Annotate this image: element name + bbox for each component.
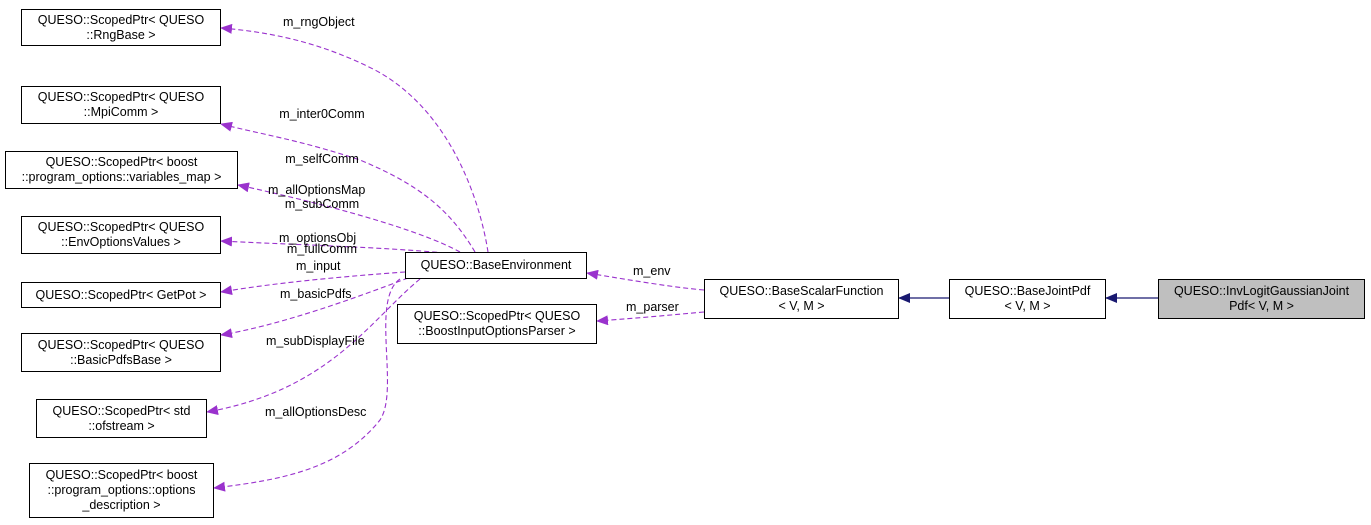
node-label-line: QUESO::ScopedPtr< QUESO	[37, 90, 205, 104]
node-label-line: < V, M >	[778, 299, 825, 313]
edge-alloptionsdesc	[213, 278, 401, 492]
edge-env	[586, 269, 705, 291]
node-label-line: QUESO::BaseJointPdf	[964, 284, 1091, 298]
edge-label-subdisplayfile: m_subDisplayFile	[266, 334, 365, 348]
node-basejointpdf[interactable]: QUESO::BaseJointPdf < V, M >	[949, 279, 1106, 319]
node-label-line: QUESO::BaseEnvironment	[420, 258, 572, 272]
node-label-line: QUESO::BaseScalarFunction	[719, 284, 884, 298]
edge-label-parser: m_parser	[626, 300, 679, 314]
node-label-line: Pdf< V, M >	[1229, 299, 1294, 313]
node-label-line: ::BasicPdfsBase >	[70, 352, 172, 367]
edge-comms	[220, 121, 476, 253]
node-label-line: ::BoostInputOptionsParser >	[418, 324, 576, 338]
node-label-line: QUESO::ScopedPtr< boost	[45, 468, 198, 482]
node-label-line: ::MpiComm >	[83, 105, 159, 119]
edge-label-alloptionsmap: m_allOptionsMap	[268, 183, 366, 197]
node-basescalarfunction[interactable]: QUESO::BaseScalarFunction < V, M >	[704, 279, 899, 319]
edge-label-line: m_fullComm	[286, 242, 358, 256]
node-label-line: _description >	[82, 498, 161, 512]
edge-label-rngobject: m_rngObject	[283, 15, 355, 29]
edge-alloptionsmap	[237, 182, 461, 253]
edge-label-line: m_inter0Comm	[279, 107, 365, 121]
edge-label-optionsobj: m_optionsObj	[279, 231, 357, 245]
node-scopedptr-envoptionsvalues[interactable]: QUESO::ScopedPtr< QUESO ::EnvOptionsValu…	[21, 216, 221, 254]
edge-label-line: m_subComm	[284, 197, 360, 211]
node-label-line: ::EnvOptionsValues >	[61, 235, 181, 249]
node-label-line: QUESO::ScopedPtr< QUESO	[37, 220, 205, 234]
node-label-line: ::ofstream >	[88, 418, 155, 433]
node-scopedptr-rngbase[interactable]: QUESO::ScopedPtr< QUESO ::RngBase >	[21, 9, 221, 46]
edge-label-input: m_input	[296, 259, 341, 273]
edge-label-line: m_selfComm	[285, 152, 359, 166]
node-label-line: QUESO::ScopedPtr< std	[52, 403, 191, 418]
edge-rngobject	[220, 23, 489, 253]
node-label-line: ::program_options::options	[47, 483, 196, 497]
node-label-line: ::program_options::variables_map >	[21, 170, 222, 184]
node-scopedptr-ofstream[interactable]: QUESO::ScopedPtr< std ::ofstream >	[36, 399, 207, 438]
node-label-line: QUESO::ScopedPtr< QUESO	[37, 12, 205, 27]
edge-label-env: m_env	[633, 264, 671, 278]
node-label-line: QUESO::InvLogitGaussianJoint	[1173, 284, 1350, 298]
node-scopedptr-boostinputoptionsparser[interactable]: QUESO::ScopedPtr< QUESO ::BoostInputOpti…	[397, 304, 597, 344]
node-scopedptr-variables-map[interactable]: QUESO::ScopedPtr< boost ::program_option…	[5, 151, 238, 189]
edge-parser	[596, 311, 705, 326]
edge-basicpdfs	[220, 277, 409, 339]
node-invlogitgaussianjointpdf: QUESO::InvLogitGaussianJoint Pdf< V, M >	[1158, 279, 1365, 319]
node-label-line: ::RngBase >	[86, 27, 156, 42]
node-label-line: QUESO::ScopedPtr< boost	[45, 155, 198, 169]
edge-subdisplayfile	[206, 278, 421, 415]
edge-label-basicpdfs: m_basicPdfs	[280, 287, 352, 301]
node-baseenvironment[interactable]: QUESO::BaseEnvironment	[405, 252, 587, 279]
edge-optionsobj	[220, 236, 446, 254]
edge-label-comms: m_inter0Comm m_selfComm m_subComm m_full…	[272, 77, 372, 272]
edge-input	[220, 271, 406, 296]
node-label-line: QUESO::ScopedPtr< QUESO	[37, 337, 205, 352]
node-label-line: < V, M >	[1004, 299, 1051, 313]
node-scopedptr-mpicomm[interactable]: QUESO::ScopedPtr< QUESO ::MpiComm >	[21, 86, 221, 124]
node-scopedptr-getpot[interactable]: QUESO::ScopedPtr< GetPot >	[21, 282, 221, 308]
node-label-line: QUESO::ScopedPtr< QUESO	[413, 309, 581, 323]
node-label-line: QUESO::ScopedPtr< GetPot >	[35, 287, 207, 302]
edge-label-alloptionsdesc: m_allOptionsDesc	[265, 405, 367, 419]
node-scopedptr-basicpdfsbase[interactable]: QUESO::ScopedPtr< QUESO ::BasicPdfsBase …	[21, 333, 221, 372]
node-scopedptr-options-description[interactable]: QUESO::ScopedPtr< boost ::program_option…	[29, 463, 214, 518]
